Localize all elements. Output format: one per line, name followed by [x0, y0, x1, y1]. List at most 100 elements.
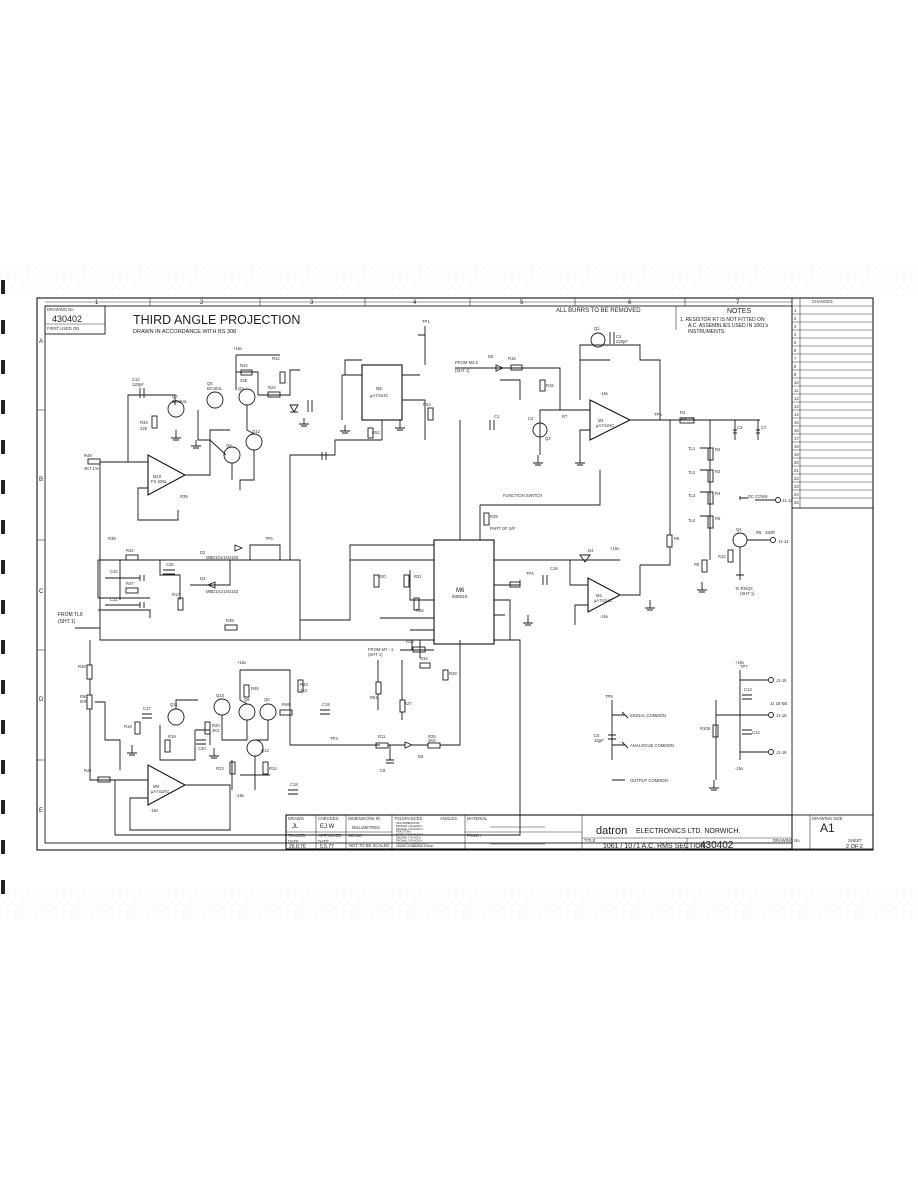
- label-r44-val: 33K: [240, 378, 248, 383]
- tolerance-line: METRIC DIMENSIONS: [396, 833, 423, 837]
- label-r7: R7: [562, 414, 568, 419]
- changes-row-number: 15: [794, 420, 799, 425]
- label-c4: C4: [528, 416, 534, 421]
- label-tp-top: TP1: [422, 319, 430, 324]
- label-approved: APPROVED: [318, 833, 341, 838]
- resistor-r16: [510, 364, 523, 371]
- changes-row-number: 23: [794, 484, 799, 489]
- label-from-tl6-sht: (SHT 1): [58, 619, 76, 625]
- label-from-m3-sht: (SHT 1): [455, 368, 470, 373]
- label-angular: ANGLES: [440, 816, 457, 821]
- burrs-note: ALL BURRS TO BE REMOVED: [556, 308, 641, 314]
- label-output-common: OUTPUT COMMON: [630, 778, 668, 783]
- label-analogue-common: ANALOGUE COMMON: [630, 743, 674, 748]
- ground-legend: TP8 C5 10µF SIGNAL COMMON ANALOGUE COMMO…: [594, 694, 674, 783]
- label-r5: R5: [715, 516, 721, 521]
- label-c2: C2: [616, 334, 622, 339]
- binding-marks: [1, 280, 5, 894]
- label-r5-out-val: 150R: [765, 530, 775, 535]
- company-suffix: ELECTRONICS LTD. NORWICH.: [636, 828, 740, 835]
- resistor-r50: [86, 694, 93, 710]
- changes-row-number: 3: [794, 324, 797, 329]
- notes-line-3: INSTRUMENTS.: [688, 329, 726, 335]
- tolerance-line: DECIMAL 2 PLACES ±: [396, 824, 423, 828]
- label-c20: C20: [198, 746, 206, 751]
- resistor-r20: [204, 721, 211, 735]
- label-q2: Q2: [545, 436, 551, 441]
- label-from-m7-sht: (SHT 1): [368, 652, 383, 657]
- transistor-q12: [245, 433, 263, 451]
- opamp-m9: [147, 764, 187, 806]
- label-d2-part: MBD101/1N4153: [206, 555, 239, 560]
- resistor-r52: [367, 427, 374, 439]
- tolerance-line: FRACTIONS: [396, 830, 411, 834]
- grid-rows: A B C D E: [37, 339, 45, 814]
- label-dimensions: DIMENSIONS IN: [348, 816, 380, 821]
- label-m1: M1: [598, 418, 604, 423]
- resistor-r39: [224, 624, 238, 631]
- value-dimensions-unit: MILLIMETRES: [352, 825, 380, 830]
- changes-table: CHANGES 12345678910111213141516171819202…: [791, 297, 874, 509]
- label-c19: C19: [322, 702, 330, 707]
- changes-row-number: 7: [794, 356, 797, 361]
- grid-row-e: E: [39, 808, 43, 814]
- tolerance-line: DECIMAL 1 PLACE ±: [396, 836, 422, 840]
- resistor-r28: [483, 512, 490, 526]
- label-r24: R24: [268, 385, 276, 390]
- label-r38: R38: [108, 536, 116, 541]
- label-r51: R51: [370, 695, 378, 700]
- label-r17: R17: [172, 592, 180, 597]
- changes-row-number: 9: [794, 372, 797, 377]
- label-r50-val: 50R: [80, 699, 88, 704]
- changes-row-number: 24: [794, 492, 799, 497]
- label-q3: Q3: [238, 386, 244, 391]
- label-r49-val: 4K7 1%: [84, 466, 99, 471]
- label-r15: R15: [546, 383, 554, 388]
- resistor-r36: [412, 646, 426, 653]
- label-r25: R25: [428, 734, 436, 739]
- label-plus15-b: +15v: [237, 660, 247, 665]
- label-c3: C3: [737, 425, 743, 430]
- changes-row-number: 14: [794, 412, 799, 417]
- label-d2: D2: [200, 550, 206, 555]
- label-r8: R8: [674, 536, 680, 541]
- value-sheet: 2 OF 2: [846, 844, 863, 850]
- resistor-r19: [164, 739, 171, 753]
- tolerance-line: UNLESS OTHERWISE STATED: [396, 844, 433, 848]
- label-r33-val: 22K: [140, 426, 148, 431]
- label-m10: M5: [376, 386, 382, 391]
- label-tp6: TP6: [265, 536, 273, 541]
- resistor-r30: [373, 574, 380, 588]
- changes-row-number: 6: [794, 348, 797, 353]
- label-part-of-sw: PART OF S/F: [490, 526, 516, 531]
- label-traced: TRACED: [288, 833, 305, 838]
- changes-row-number: 10: [794, 380, 799, 385]
- label-r20-val: 2K2: [212, 728, 220, 733]
- label-tl2: TL2: [688, 470, 696, 475]
- label-r48: R48: [78, 664, 86, 669]
- grid-row-d: D: [39, 697, 44, 703]
- label-j1-18: J1-18: [776, 750, 787, 755]
- company-logo: datron: [596, 825, 627, 837]
- resistor-r11: [509, 581, 521, 588]
- label-finish: FINISH: [467, 833, 481, 838]
- label-c7: C7: [761, 425, 767, 430]
- resistor-r23: [229, 761, 236, 775]
- label-minus15-m2: -15v: [600, 614, 609, 619]
- value-drawn-by: JL: [292, 824, 299, 830]
- resistor-r10: [727, 549, 734, 563]
- label-r19: R19: [168, 734, 176, 739]
- label-c8: C8: [380, 768, 386, 773]
- transistor-q11: [167, 708, 185, 726]
- changes-row-number: 17: [794, 436, 799, 441]
- label-q6: Q6: [244, 697, 250, 702]
- changes-row-number: 13: [794, 404, 799, 409]
- grid-col-4: 4: [413, 300, 417, 306]
- resistor-r53: [427, 407, 434, 421]
- label-r44: R44: [240, 363, 248, 368]
- label-q1: Q1: [594, 326, 600, 331]
- label-d3-part: MBD101/1N4153: [206, 589, 239, 594]
- resistor-r29: [442, 669, 449, 681]
- label-r31: R31: [414, 574, 422, 579]
- diode-d6: [404, 741, 414, 749]
